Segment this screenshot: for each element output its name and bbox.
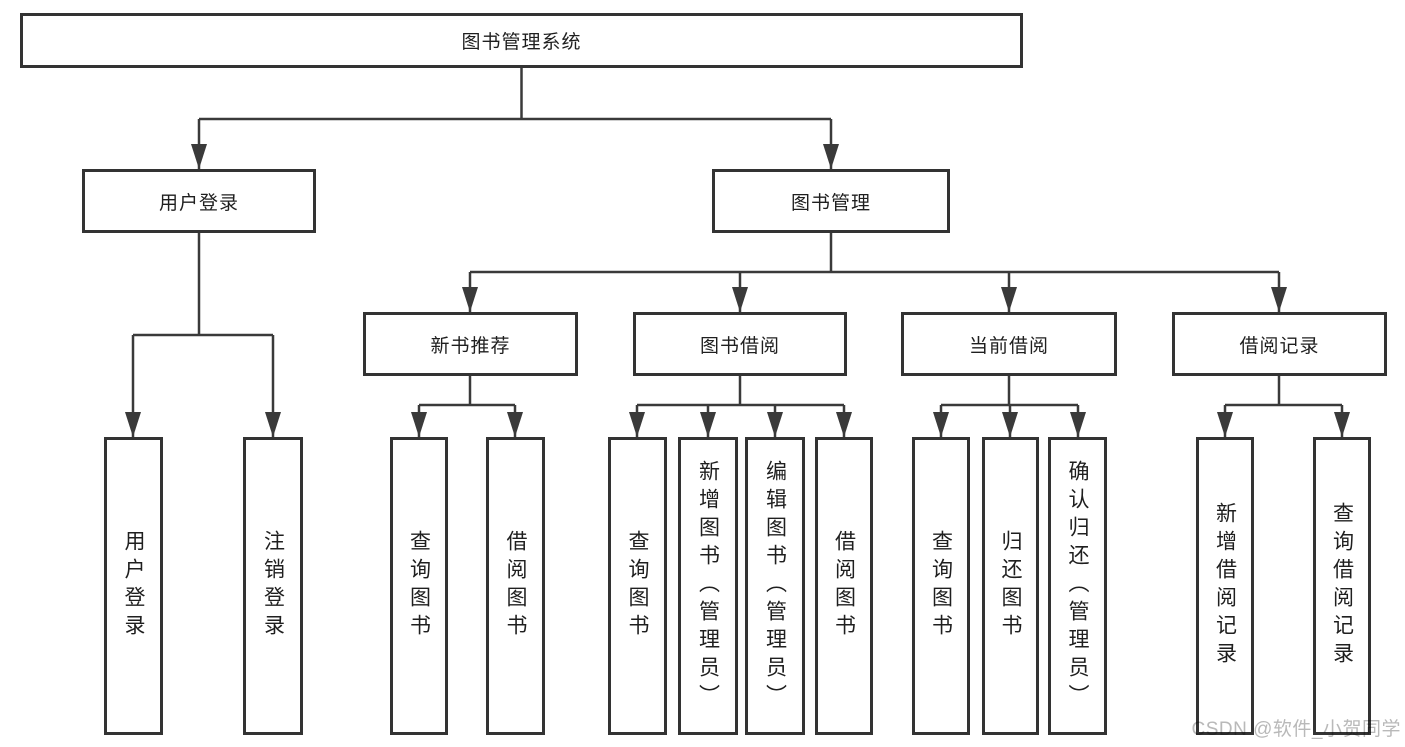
node-label: 编辑图书（管理员） <box>763 460 787 712</box>
node-label: 查询图书 <box>407 530 431 642</box>
node-book-management: 图书管理 <box>712 169 950 233</box>
node-label: 用户登录 <box>122 530 145 642</box>
node-label: 借阅图书 <box>504 530 527 642</box>
node-label: 新增借阅记录 <box>1213 502 1237 670</box>
node-library-management-system: 图书管理系统 <box>20 13 1023 68</box>
csdn-watermark: CSDN @软件_小贺同学 <box>1191 719 1401 740</box>
node-leaf-query-books-current: 查询图书 <box>912 437 970 735</box>
node-leaf-edit-book-admin: 编辑图书（管理员） <box>745 437 805 735</box>
node-label: 查询图书 <box>626 530 649 642</box>
node-leaf-borrow-books: 借阅图书 <box>815 437 873 735</box>
node-leaf-query-books-recommend: 查询图书 <box>390 437 448 735</box>
node-leaf-borrow-books-recommend: 借阅图书 <box>486 437 545 735</box>
node-label: 注销登录 <box>261 530 285 642</box>
node-label: 新书推荐 <box>430 335 511 357</box>
node-leaf-query-borrow-record: 查询借阅记录 <box>1313 437 1371 735</box>
node-leaf-user-login: 用户登录 <box>104 437 163 735</box>
node-borrow-record: 借阅记录 <box>1172 312 1387 376</box>
node-label: 借阅图书 <box>832 530 856 642</box>
node-label: 图书借阅 <box>699 335 780 357</box>
node-label: 借阅记录 <box>1239 335 1320 357</box>
node-label: 归还图书 <box>999 530 1022 642</box>
node-leaf-logout: 注销登录 <box>243 437 303 735</box>
node-leaf-query-books-borrow: 查询图书 <box>608 437 667 735</box>
node-user-login: 用户登录 <box>82 169 316 233</box>
node-new-book-recommend: 新书推荐 <box>363 312 578 376</box>
node-label: 当前借阅 <box>968 335 1049 357</box>
node-book-borrow: 图书借阅 <box>633 312 847 376</box>
node-leaf-add-borrow-record: 新增借阅记录 <box>1196 437 1254 735</box>
node-leaf-confirm-return-admin: 确认归还（管理员） <box>1048 437 1107 735</box>
node-current-borrow: 当前借阅 <box>901 312 1117 376</box>
node-leaf-return-book: 归还图书 <box>982 437 1039 735</box>
node-label: 新增图书（管理员） <box>696 460 720 712</box>
node-label: 确认归还（管理员） <box>1066 460 1089 712</box>
node-label: 用户登录 <box>158 192 239 214</box>
node-leaf-add-book-admin: 新增图书（管理员） <box>678 437 738 735</box>
connector-strokes <box>131 68 1344 437</box>
node-label: 查询借阅记录 <box>1330 502 1354 670</box>
node-label: 图书管理系统 <box>461 32 582 53</box>
node-label: 图书管理 <box>790 192 871 214</box>
arrow-down-icons <box>125 144 1350 437</box>
node-label: 查询图书 <box>929 530 953 642</box>
